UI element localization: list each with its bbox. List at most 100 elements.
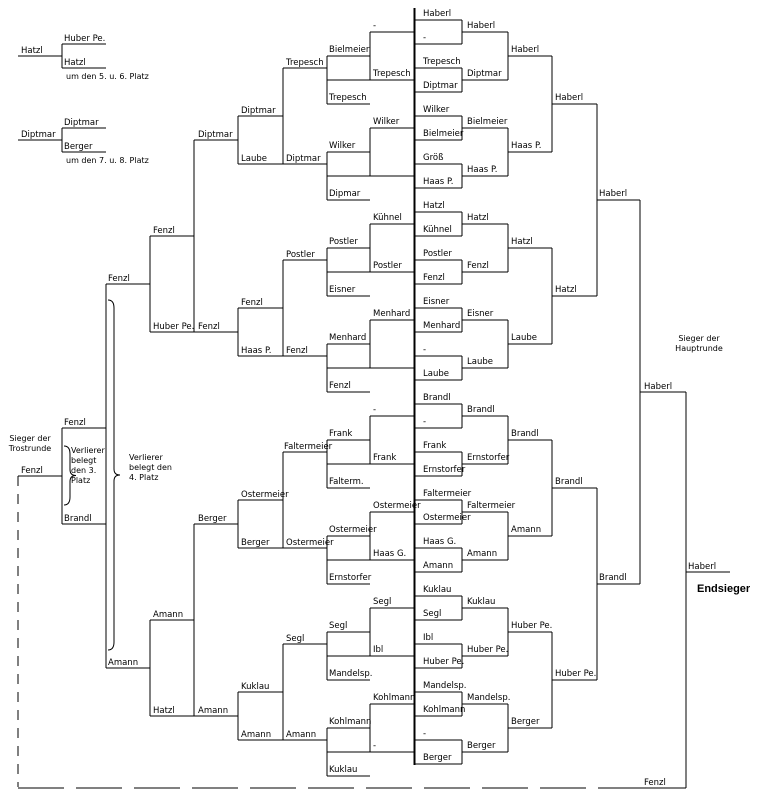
right-r3-entry: Haberl (511, 45, 540, 55)
right-r2-entry: Bielmeier (467, 117, 508, 127)
left-r1-bottom: Trepesch (373, 69, 411, 79)
left-r4-6: Kuklau (241, 682, 270, 692)
right-r2-entry: Haas P. (467, 165, 498, 175)
right-r1-entry: Mandelsp. (423, 681, 467, 691)
left-r5-3: Amann (198, 706, 229, 716)
right-r2-entry: Brandl (467, 405, 495, 415)
left-r7-1: Amann (108, 658, 139, 668)
right-r1-entry: - (423, 729, 427, 739)
right-r1-entry: Berger (423, 753, 452, 763)
left-r1-bottom: - (373, 741, 377, 751)
left-r5-0: Diptmar (198, 130, 233, 140)
right-r3-entry: Laube (511, 333, 537, 343)
left-r1-bottom: Haas G. (373, 549, 407, 559)
cons-bottom: Brandl (64, 514, 92, 524)
left-r5-2: Berger (198, 514, 227, 524)
right-r1-entry: Hatzl (423, 201, 445, 211)
right-r1-entry: Brandl (423, 393, 451, 403)
right-r2-entry: Ernstorfer (467, 453, 510, 463)
right-r1-entry: Fenzl (423, 273, 445, 283)
right-r1-entry: Ibl (423, 633, 434, 643)
left-r2-top: Postler (329, 237, 358, 247)
place7-winner: Diptmar (21, 130, 56, 140)
left-r3b-3: Amann (286, 730, 317, 740)
cons-sieger-label: Sieger der Trostrunde (8, 434, 52, 453)
right-r1-entry: Trepesch (423, 57, 461, 67)
left-r1-bottom: Ibl (373, 645, 384, 655)
left-r2-top: Segl (329, 621, 348, 631)
right-r5-entry: Haberl (599, 189, 628, 199)
left-r1-top: - (373, 21, 377, 31)
left-r4-2: Fenzl (241, 298, 263, 308)
left-r1-top: Segl (373, 597, 392, 607)
left-r3t-0: Trepesch (286, 58, 324, 68)
right-r3-entry: Hatzl (511, 237, 533, 247)
place5-winner: Hatzl (21, 46, 43, 56)
right-r1-entry: Amann (423, 561, 454, 571)
right-r1-entry: Laube (423, 369, 449, 379)
right-r1-entry: - (423, 417, 427, 427)
right-r1-entry: Haas P. (423, 177, 454, 187)
right-r2-entry: Berger (467, 741, 496, 751)
left-r2-top: Ostermeier (329, 525, 377, 535)
right-r2-entry: Mandelsp. (467, 693, 511, 703)
left-r2-bottom: Ernstorfer (329, 573, 372, 583)
left-r1-bottom: Frank (373, 453, 397, 463)
left-r2-bottom: Fenzl (329, 381, 351, 391)
right-r1-entry: Haas G. (423, 537, 457, 547)
right-r3-entry: Haas P. (511, 141, 542, 151)
left-r6-0: Fenzl (153, 226, 175, 236)
right-r1-entry: Faltermeier (423, 489, 472, 499)
left-r2-top: Bielmeier (329, 45, 370, 55)
left-r2-bottom: Falterm. (329, 477, 364, 487)
left-r2-top: Wilker (329, 141, 356, 151)
champion-label: Endsieger (697, 583, 751, 595)
place7-label: um den 7. u. 8. Platz (66, 156, 149, 165)
cons-loser3-label: Verlierer belegt den 3. Platz (71, 446, 105, 485)
left-r3t-2: Faltermeier (284, 442, 333, 452)
left-r2-bottom: Kuklau (329, 765, 358, 775)
right-r1-entry: Diptmar (423, 81, 458, 91)
left-r2-bottom: Trepesch (329, 93, 367, 103)
place7-player-b: Berger (64, 142, 93, 152)
right-r2-entry: Kuklau (467, 597, 496, 607)
right-r2-entry: Hatzl (467, 213, 489, 223)
left-r6-3: Hatzl (153, 706, 175, 716)
right-r1-entry: Bielmeier (423, 129, 464, 139)
left-r1-top: Kohlmann (373, 693, 416, 703)
champion-name: Haberl (688, 562, 717, 572)
right-r2-entry: Fenzl (467, 261, 489, 271)
right-r2-entry: Faltermeier (467, 501, 516, 511)
left-r4-1: Laube (241, 154, 267, 164)
right-r1-entry: Menhard (423, 321, 461, 331)
right-r3-entry: Huber Pe. (511, 621, 553, 631)
right-r5-entry: Brandl (599, 573, 627, 583)
right-r2-entry: Haberl (467, 21, 496, 31)
place7-player-a: Diptmar (64, 118, 99, 128)
right-r1-entry: Eisner (423, 297, 450, 307)
left-r3t-3: Segl (286, 634, 305, 644)
left-r3b-1: Fenzl (286, 346, 308, 356)
left-r5-1: Fenzl (198, 322, 220, 332)
right-r1-entry: - (423, 345, 427, 355)
right-r1-entry: Postler (423, 249, 452, 259)
right-r1-entry: Huber Pe. (423, 657, 465, 667)
left-r1-bottom: Postler (373, 261, 402, 271)
final-cons-winner: Fenzl (644, 778, 666, 788)
left-r1-top: - (373, 405, 377, 415)
left-r4-5: Berger (241, 538, 270, 548)
left-r4-0: Diptmar (241, 106, 276, 116)
left-r2-top: Kohlmann (329, 717, 372, 727)
right-r1-entry: Ostermeier (423, 513, 471, 523)
final-main-winner: Haberl (644, 382, 673, 392)
left-r1-top: Kühnel (373, 213, 402, 223)
brace (63, 445, 77, 506)
right-r4-entry: Brandl (555, 477, 583, 487)
left-r6-2: Amann (153, 610, 184, 620)
right-r4-entry: Hatzl (555, 285, 577, 295)
right-r2-entry: Laube (467, 357, 493, 367)
right-r1-entry: Kühnel (423, 225, 452, 235)
cons-top: Fenzl (64, 418, 86, 428)
